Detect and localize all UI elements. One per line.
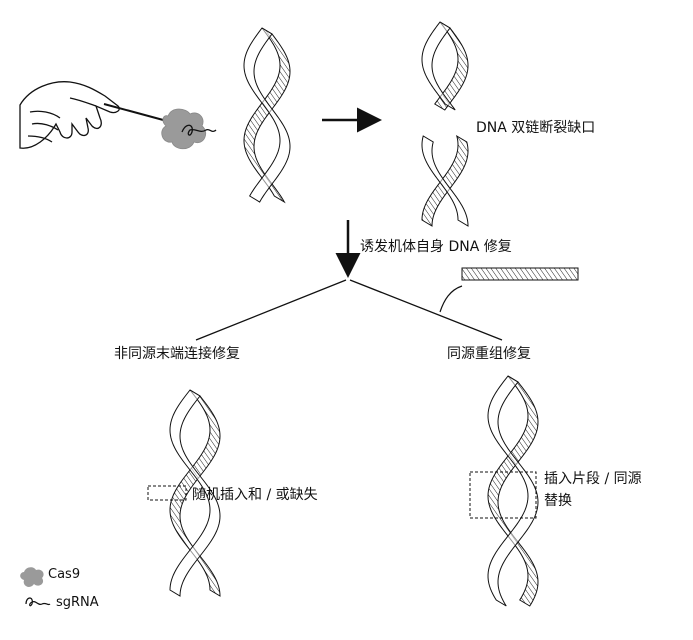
nhej-result-label: 随机插入和 / 或缺失 <box>192 487 318 503</box>
dsb-label: DNA 双链断裂缺口 <box>476 120 596 136</box>
induce-repair-label: 诱发机体自身 DNA 修复 <box>360 239 512 255</box>
branch-line-right <box>349 279 503 341</box>
legend-cas9-label: Cas9 <box>48 567 81 582</box>
legend-sgrna-label: sgRNA <box>56 595 99 610</box>
dna-helix-intact <box>243 27 291 204</box>
indel-box <box>147 485 187 501</box>
hr-result-label-1: 插入片段 / 同源 <box>544 471 642 487</box>
hr-label: 同源重组修复 <box>447 346 531 362</box>
dna-helix-nhej <box>169 389 221 597</box>
hr-result-label-2: 替换 <box>544 493 572 509</box>
dna-helix-broken-upper <box>421 21 469 111</box>
sgrna-legend-icon <box>25 597 51 607</box>
dna-helix-broken-lower <box>421 134 469 227</box>
branch-line-left <box>195 279 347 341</box>
donor-template-icon <box>439 267 579 313</box>
legend-sgrna: sgRNA <box>56 595 99 610</box>
cas9-legend-icon <box>20 567 44 587</box>
cas9-sgrna-complex-icon <box>161 108 217 150</box>
dna-helix-hr <box>487 375 539 607</box>
hand-pipette-icon <box>19 81 179 149</box>
insertion-box <box>469 471 537 519</box>
legend-cas9: Cas9 <box>48 567 80 582</box>
nhej-label: 非同源末端连接修复 <box>114 346 240 362</box>
